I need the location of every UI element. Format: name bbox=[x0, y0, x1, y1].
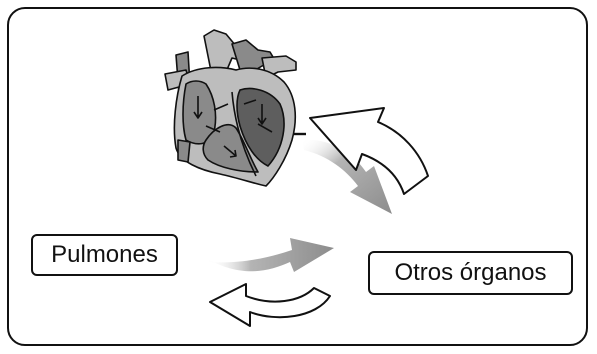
heart-illustration bbox=[165, 30, 306, 186]
vena-cava-inferior bbox=[178, 140, 190, 162]
lungs-label: Pulmones bbox=[31, 234, 178, 276]
arrow-lungs-to-organs bbox=[206, 238, 334, 272]
arrow-return-to-lungs bbox=[210, 284, 330, 326]
other-organs-label: Otros órganos bbox=[368, 251, 573, 295]
